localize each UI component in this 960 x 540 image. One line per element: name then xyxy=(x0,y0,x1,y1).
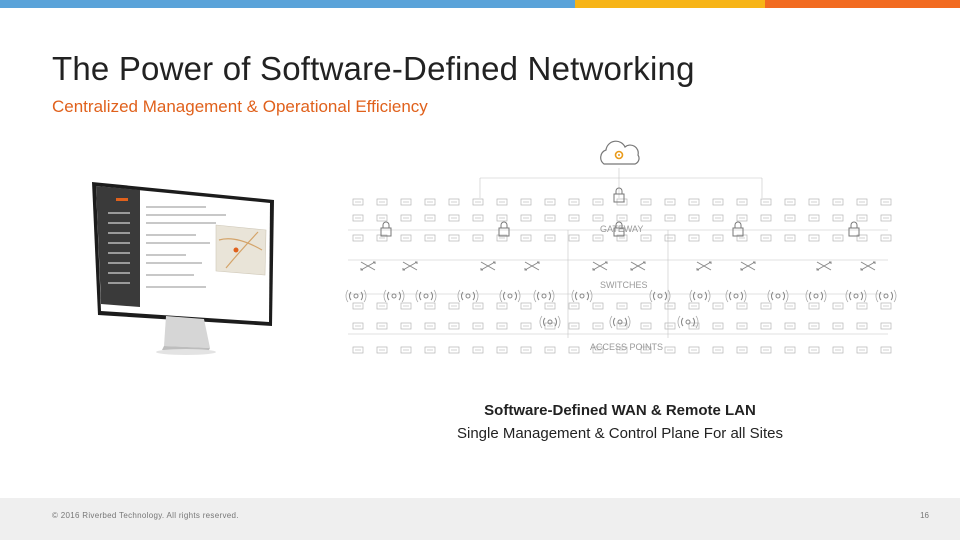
top-color-bar xyxy=(0,0,960,8)
monitor-icon xyxy=(92,182,274,355)
network-topology-diagram: GATEWAY SWITCHES ACCESS POINTS xyxy=(345,140,897,354)
top-bar-orange-segment xyxy=(765,0,960,8)
copyright-text: © 2016 Riverbed Technology. All rights r… xyxy=(52,511,239,520)
page-number: 16 xyxy=(920,511,929,520)
switches-label: SWITCHES xyxy=(600,280,648,290)
gateway-label: GATEWAY xyxy=(600,224,643,234)
top-bar-blue-segment xyxy=(0,0,575,8)
switch-icon xyxy=(360,261,376,271)
caption-text: Single Management & Control Plane For al… xyxy=(456,425,783,442)
access-points-label: ACCESS POINTS xyxy=(590,342,663,352)
slide-subtitle: Centralized Management & Operational Eff… xyxy=(52,97,428,116)
slide-title: The Power of Software-Defined Networking xyxy=(52,50,695,87)
caption-heading: Software-Defined WAN & Remote LAN xyxy=(484,402,756,419)
cloud-gear-icon xyxy=(600,140,640,165)
footer-bar xyxy=(0,498,960,540)
wireless-icon xyxy=(345,289,367,303)
top-bar-yellow-segment xyxy=(575,0,765,8)
